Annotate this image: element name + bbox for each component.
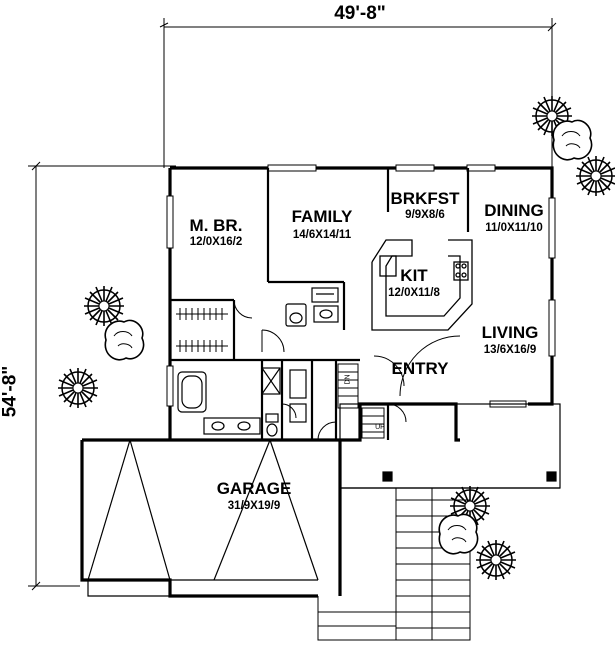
dimension-lines bbox=[28, 18, 557, 591]
garage-size: 31/9X19/9 bbox=[227, 500, 281, 512]
garage-structure bbox=[87, 439, 319, 597]
closet-rods bbox=[176, 308, 228, 352]
stairs bbox=[337, 363, 385, 439]
living-room-name: LIVING bbox=[481, 323, 539, 342]
garage-name: GARAGE bbox=[216, 479, 292, 498]
entry-name: ENTRY bbox=[391, 359, 449, 378]
porch bbox=[339, 403, 561, 489]
kitchen-counters bbox=[371, 239, 473, 331]
fireplace bbox=[311, 287, 339, 303]
stair-down-label: DN bbox=[344, 374, 352, 385]
family-room-size: 14/6X14/11 bbox=[292, 229, 352, 241]
breakfast-name: BRKFST bbox=[390, 189, 460, 208]
breakfast-size: 9/9X8/6 bbox=[405, 209, 445, 221]
stair-up-label: UP bbox=[375, 424, 385, 431]
bath-fixtures bbox=[177, 303, 339, 437]
overall-width-label: 49'-8" bbox=[334, 3, 386, 24]
kitchen-name: KIT bbox=[400, 266, 428, 285]
overall-depth-label: 54'-8" bbox=[0, 365, 21, 418]
master-bedroom-name: M. BR. bbox=[189, 216, 243, 235]
dining-room-size: 11/0X11/10 bbox=[485, 222, 543, 234]
family-room-name: FAMILY bbox=[291, 207, 353, 226]
master-bedroom-size: 12/0X16/2 bbox=[189, 236, 243, 248]
kitchen-size: 12/0X11/8 bbox=[388, 287, 440, 299]
living-room-size: 13/6X16/9 bbox=[483, 344, 537, 356]
walkway bbox=[317, 488, 471, 641]
door-swings bbox=[233, 299, 461, 441]
dining-room-name: DINING bbox=[484, 201, 544, 220]
